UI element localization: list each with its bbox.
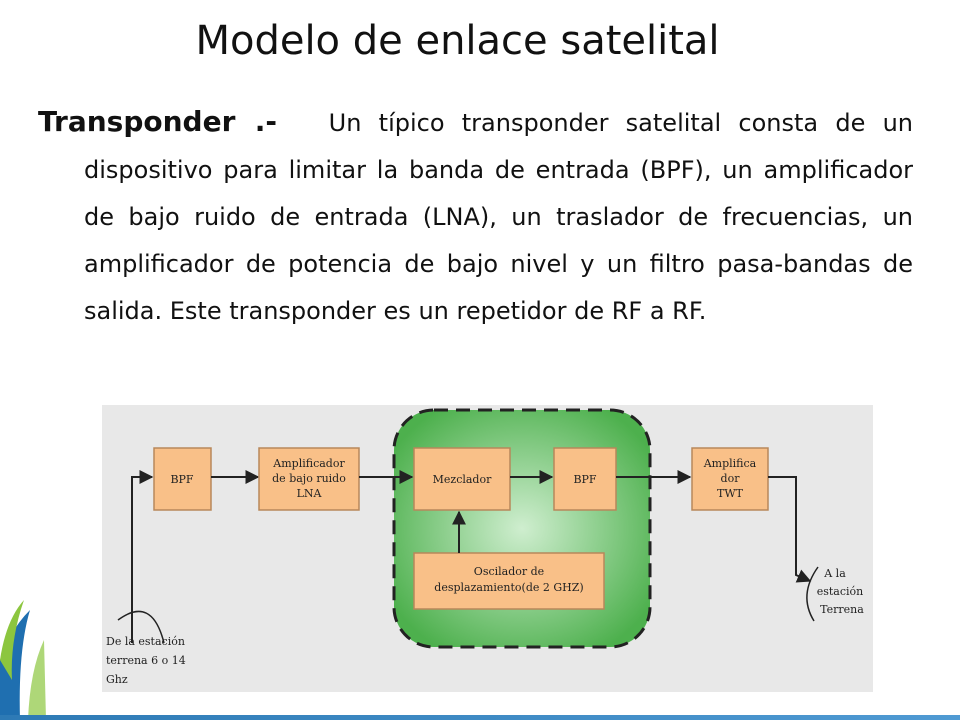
oscillator-label-line1: Oscilador de: [474, 565, 544, 578]
bpf-input-block: BPF: [153, 447, 212, 511]
decorative-swoosh: [0, 600, 46, 720]
twt-label-line3: TWT: [717, 487, 744, 500]
bpf-output-label: BPF: [573, 473, 596, 486]
input-station-label: De la estación terrena 6 o 14 Ghz: [106, 635, 186, 686]
output-line: [768, 476, 812, 583]
lead-term: Transponder .-: [38, 105, 277, 138]
output-label-line3: Terrena: [820, 603, 864, 616]
transponder-block-diagram: BPF Amplificador de bajo ruido LNA Mezcl…: [102, 405, 873, 692]
lna-label-line3: LNA: [297, 487, 323, 500]
oscillator-label-line2: desplazamiento(de 2 GHZ): [434, 581, 583, 594]
output-label-line2: estación: [817, 585, 864, 598]
paragraph-text: Un típico transponder satelital consta d…: [84, 109, 913, 325]
mixer-label: Mezclador: [433, 473, 492, 486]
bottom-accent-bar: [0, 715, 960, 720]
twt-label-line1: Amplifica: [703, 457, 757, 470]
body-paragraph: Transponder .- Un típico transponder sat…: [38, 98, 913, 335]
mixer-block: Mezclador: [413, 447, 511, 511]
output-antenna-arc: [806, 566, 819, 622]
twt-label-line2: dor: [721, 472, 741, 485]
slide-title: Modelo de enlace satelital: [195, 18, 720, 64]
input-antenna-arc: [117, 610, 165, 644]
output-station-label: A la estación Terrena: [817, 567, 865, 616]
frequency-shift-group: [392, 408, 652, 649]
output-label-line1: A la: [823, 567, 846, 580]
input-line: [131, 470, 154, 643]
bpf-output-block: BPF: [553, 447, 617, 511]
input-label-line2: terrena 6 o 14: [106, 654, 186, 667]
bpf-input-label: BPF: [170, 473, 193, 486]
oscillator-block: Oscilador de desplazamiento(de 2 GHZ): [413, 552, 605, 610]
lna-label-line2: de bajo ruido: [272, 472, 346, 485]
twt-block: Amplifica dor TWT: [691, 447, 769, 511]
lna-label-line1: Amplificador: [272, 457, 345, 470]
input-label-line1: De la estación: [106, 635, 185, 648]
lna-block: Amplificador de bajo ruido LNA: [258, 447, 360, 511]
input-label-line3: Ghz: [106, 673, 128, 686]
